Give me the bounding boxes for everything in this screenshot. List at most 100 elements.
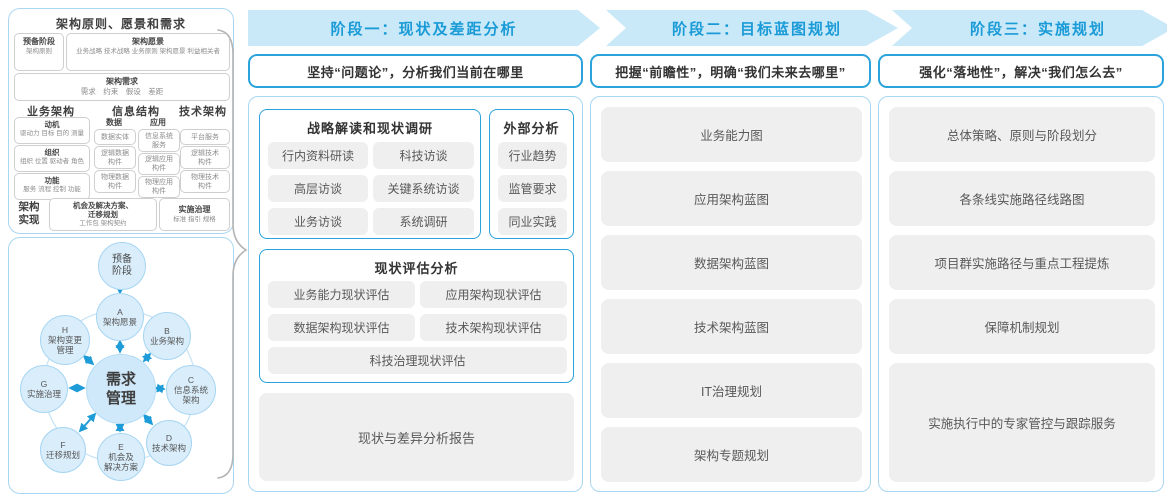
- adm-arrows: [68, 285, 166, 433]
- phase1-subtitle-box: 坚持“问题论”，分析我们当前在哪里: [248, 54, 583, 88]
- item-peer-practices: 同业实践: [498, 208, 567, 235]
- item-system-research: 系统调研: [373, 208, 474, 235]
- motivation-sub: 驱动力 目标 目的 测量: [20, 130, 84, 137]
- organization-title: 组织: [44, 148, 60, 157]
- data-subheader: 数据: [106, 118, 122, 127]
- item-tech-arch-assessment: 技术架构现状评估: [420, 314, 567, 341]
- logical-data-label: 逻辑数据 构件: [101, 149, 129, 166]
- business-arch-header: 业务架构: [27, 106, 75, 118]
- item-biz-capability-assessment: 业务能力现状评估: [268, 281, 415, 308]
- phase1-container: 战略解读和现状调研 行内资料研读 科技访谈 高层访谈 关键系统访谈 业务访谈 系…: [248, 96, 583, 492]
- item-it-governance-assessment: 科技治理现状评估: [268, 347, 567, 374]
- external-analysis-title: 外部分析: [503, 121, 560, 136]
- adm-cycle-panel: 预备 阶段 A 架构愿景 H 架构变更 管理 B 业务架构 G 实施治理 C 信…: [8, 237, 234, 494]
- phase2-container: 业务能力图 应用架构蓝图 数据架构蓝图 技术架构蓝图 IT治理规划 架构专题规划: [590, 96, 871, 492]
- phase2-banner-label: 阶段二：目标蓝图规划: [671, 20, 842, 38]
- item-safeguard-mechanism: 保障机制规划: [889, 299, 1155, 354]
- item-regulatory-requirements: 监管要求: [498, 175, 567, 202]
- item-line-roadmaps: 各条线实施路径线路图: [889, 171, 1155, 226]
- migration-planning-sub: 工作包 架构契约: [79, 220, 127, 227]
- logical-tech-box: 逻辑技术 构件: [180, 146, 230, 169]
- impl-governance-sub: 标准 指引 规格: [173, 216, 216, 223]
- prep-sub: 架构原则: [26, 48, 52, 55]
- item-industry-trends: 行业趋势: [498, 142, 567, 169]
- item-business-interview: 业务访谈: [268, 208, 368, 235]
- logical-data-box: 逻辑数据 构件: [94, 146, 136, 169]
- impl-governance-box: 实施治理 标准 指引 规格: [159, 198, 230, 231]
- phase2-subtitle: 把握“前瞻性”，明确“我们未来去哪里”: [615, 64, 846, 80]
- vision-title: 架构愿景: [132, 37, 164, 46]
- migration-planning-title: 机会及解决方案、 迁移规划: [73, 201, 133, 219]
- requirements-title: 架构需求: [106, 77, 138, 86]
- item-app-arch-blueprint: 应用架构蓝图: [601, 171, 862, 226]
- app-subheader: 应用: [150, 118, 166, 127]
- phase1-banner: 阶段一：现状及差距分析: [248, 10, 600, 46]
- vision-sub: 业务战略 技术战略 业务原则 架构愿景 利益相关者: [76, 48, 220, 55]
- adm-node-preliminary: 预备 阶段: [98, 242, 146, 290]
- phase3-banner-label: 阶段三：实施规划: [969, 20, 1106, 38]
- item-app-arch-assessment: 应用架构现状评估: [420, 281, 567, 308]
- physical-app-box: 物理应用 构件: [138, 176, 180, 198]
- adm-center-requirements-mgmt: 需求 管理: [86, 354, 156, 424]
- strategy-research-title: 战略解读和现状调研: [306, 121, 433, 136]
- requirements-box: 架构需求 需求 约束 假设 差距: [14, 73, 230, 101]
- strategy-research-group: 战略解读和现状调研 行内资料研读 科技访谈 高层访谈 关键系统访谈 业务访谈 系…: [259, 109, 481, 239]
- motivation-title: 动机: [44, 120, 60, 129]
- phase3-container: 总体策略、原则与阶段划分 各条线实施路径线路图 项目群实施路径与重点工程提炼 保…: [878, 96, 1164, 492]
- current-assessment-group: 现状评估分析 业务能力现状评估 应用架构现状评估 数据架构现状评估 技术架构现状…: [259, 249, 574, 383]
- vision-box: 架构愿景 业务战略 技术战略 业务原则 架构愿景 利益相关者: [66, 33, 230, 71]
- item-program-path: 项目群实施路径与重点工程提炼: [889, 235, 1155, 290]
- adm-node-a-vision: A 架构愿景: [96, 293, 144, 341]
- requirements-sub: 需求 约束 假设 差距: [80, 87, 164, 96]
- item-tech-interview: 科技访谈: [373, 142, 474, 169]
- adm-node-g-governance: G 实施治理: [20, 365, 68, 413]
- item-tech-arch-blueprint: 技术架构蓝图: [601, 299, 862, 354]
- organization-sub: 组织 位置 驱动者 角色: [20, 158, 84, 165]
- item-executive-interview: 高层访谈: [268, 175, 368, 202]
- phase1-banner-label: 阶段一：现状及差距分析: [330, 20, 518, 38]
- info-structure-header: 信息结构: [112, 106, 160, 118]
- phase3-banner: 阶段三：实施规划: [892, 10, 1167, 46]
- item-overall-strategy: 总体策略、原则与阶段划分: [889, 107, 1155, 162]
- phase2-subtitle-box: 把握“前瞻性”，明确“我们未来去哪里”: [590, 54, 871, 88]
- architecture-framework-panel: 架构原则、愿景和需求 预备阶段 架构原则 架构愿景 业务战略 技术战略 业务原则…: [8, 8, 234, 234]
- physical-tech-label: 物理技术 构件: [191, 173, 219, 190]
- adm-node-h-change-mgmt: H 架构变更 管理: [40, 315, 90, 365]
- data-entity-label: 数据实体: [101, 133, 129, 141]
- adm-node-b-business: B 业务架构: [143, 312, 191, 360]
- physical-tech-box: 物理技术 构件: [180, 170, 230, 193]
- phase1-subtitle: 坚持“问题论”，分析我们当前在哪里: [307, 64, 524, 80]
- external-analysis-group: 外部分析 行业趋势 监管要求 同业实践: [489, 109, 574, 239]
- item-arch-special-plan: 架构专题规划: [601, 427, 862, 482]
- current-assessment-title: 现状评估分析: [374, 261, 459, 276]
- migration-planning-box: 机会及解决方案、 迁移规划 工作包 架构契约: [49, 198, 157, 231]
- framework-title: 架构原则、愿景和需求: [55, 17, 186, 31]
- tech-arch-header: 技术架构: [179, 106, 227, 118]
- adm-node-f-migration: F 迁移规划: [40, 427, 86, 473]
- platform-service-label: 平台服务: [191, 133, 219, 141]
- logical-tech-label: 逻辑技术 构件: [191, 149, 219, 166]
- adm-node-c-info-systems: C 信息系统 架构: [166, 365, 216, 415]
- gap-analysis-report-box: 现状与差异分析报告: [259, 393, 574, 481]
- curly-brace-icon: [217, 29, 248, 479]
- item-internal-docs: 行内资料研读: [268, 142, 368, 169]
- arch-implementation-label: 架构 实现: [18, 201, 40, 226]
- logical-app-box: 逻辑应用 构件: [138, 153, 180, 175]
- info-system-service-box: 信息系统 服务: [138, 129, 180, 152]
- physical-data-label: 物理数据 构件: [101, 173, 129, 190]
- function-sub: 服务 流程 控制 功能: [23, 186, 81, 193]
- motivation-box: 动机 驱动力 目标 目的 测量: [14, 117, 90, 144]
- prep-title: 预备阶段: [23, 37, 55, 46]
- function-title: 功能: [44, 176, 60, 185]
- phase3-subtitle: 强化“落地性”，解决“我们怎么去”: [919, 64, 1123, 80]
- physical-data-box: 物理数据 构件: [94, 170, 136, 193]
- function-box: 功能 服务 流程 控制 功能: [14, 173, 90, 200]
- platform-service-box: 平台服务: [180, 129, 230, 145]
- adm-node-e-opportunities: E 机会及 解决方案: [97, 433, 145, 481]
- adm-node-d-technology: D 技术架构: [146, 420, 192, 466]
- item-data-arch-assessment: 数据架构现状评估: [268, 314, 415, 341]
- impl-governance-title: 实施治理: [178, 205, 211, 214]
- item-data-arch-blueprint: 数据架构蓝图: [601, 235, 862, 290]
- prep-phase-box: 预备阶段 架构原则: [14, 33, 64, 71]
